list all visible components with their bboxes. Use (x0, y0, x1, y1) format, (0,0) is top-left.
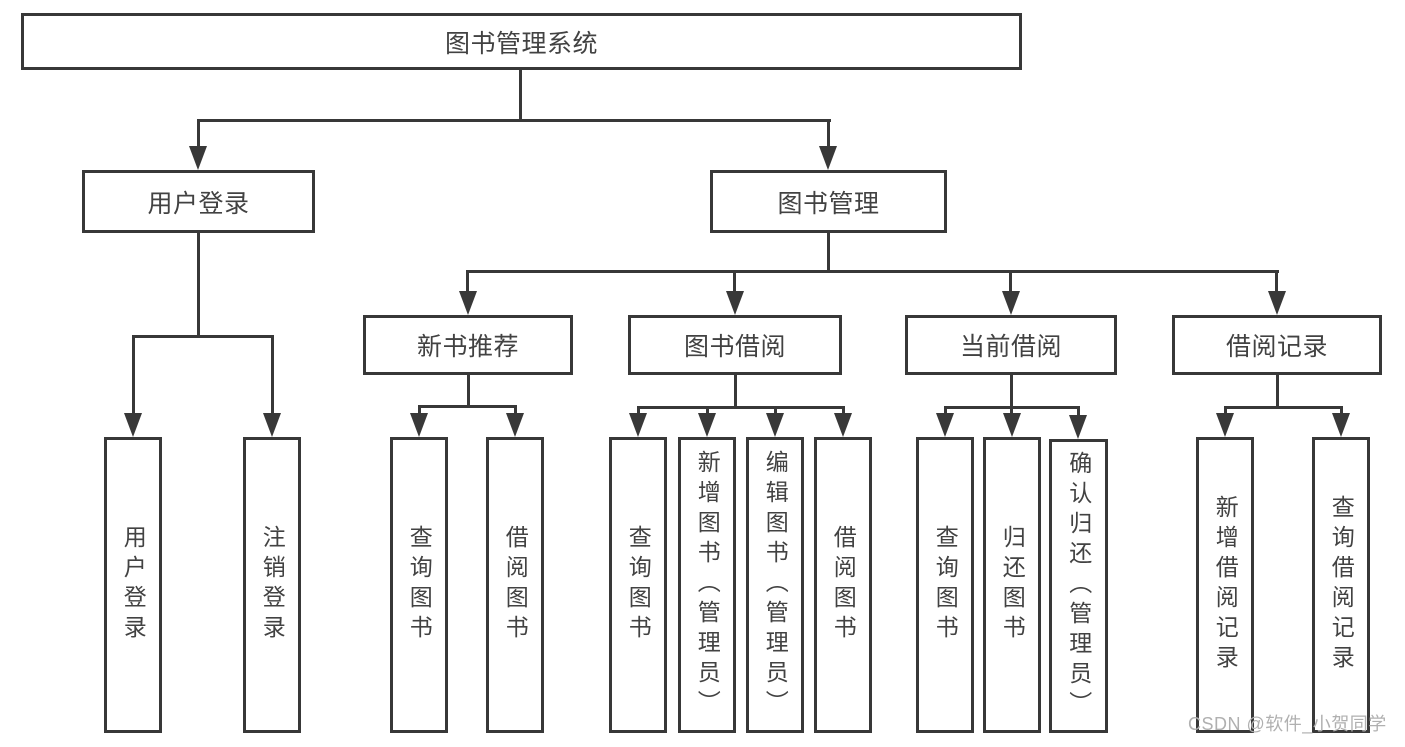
connector-line (733, 270, 736, 294)
node-label: 查询图书 (406, 525, 433, 645)
connector-line (271, 335, 274, 417)
node-query-books-2: 查询图书 (609, 437, 667, 733)
connector-line (944, 406, 947, 415)
node-query-books-1: 查询图书 (390, 437, 448, 733)
arrowhead-down (459, 291, 477, 315)
node-user-login-leaf: 用户登录 (104, 437, 162, 733)
node-label: 编辑图书（管理员） (762, 450, 789, 720)
connector-line (1276, 375, 1279, 406)
node-label: 借阅记录 (1225, 333, 1328, 361)
connector-line (1224, 406, 1227, 415)
node-logout: 注销登录 (243, 437, 301, 733)
arrowhead-down (410, 413, 428, 437)
connector-line (197, 119, 831, 122)
connector-line (132, 335, 274, 338)
connector-line (637, 406, 640, 415)
arrowhead-down (1069, 415, 1087, 439)
arrowhead-down (629, 413, 647, 437)
node-label: 用户登录 (147, 189, 250, 218)
node-label: 查询借阅记录 (1328, 495, 1355, 675)
node-query-books-3: 查询图书 (916, 437, 974, 733)
node-return-books: 归还图书 (983, 437, 1041, 733)
arrowhead-down (124, 413, 142, 437)
node-label: 当前借阅 (959, 333, 1062, 361)
connector-line (197, 233, 200, 335)
node-borrowing-records: 借阅记录 (1172, 315, 1382, 375)
node-label: 查询图书 (932, 525, 959, 645)
arrowhead-down (1216, 413, 1234, 437)
arrowhead-down (936, 413, 954, 437)
node-user-login: 用户登录 (82, 170, 315, 233)
node-label: 用户登录 (120, 525, 147, 645)
node-label: 借阅图书 (502, 525, 529, 645)
connector-line (519, 70, 522, 119)
node-edit-book-admin: 编辑图书（管理员） (746, 437, 804, 733)
connector-line (466, 270, 1279, 273)
node-label: 借阅图书 (830, 525, 857, 645)
node-label: 查询图书 (625, 525, 652, 645)
node-add-book-admin: 新增图书（管理员） (678, 437, 736, 733)
arrowhead-down (698, 413, 716, 437)
node-label: 归还图书 (999, 525, 1026, 645)
connector-line (514, 405, 517, 415)
arrowhead-down (726, 291, 744, 315)
csdn-watermark: CSDN @软件_小贺同学 (1188, 714, 1387, 734)
node-new-book-recommend: 新书推荐 (363, 315, 573, 375)
connector-line (1010, 375, 1013, 406)
connector-line (1275, 270, 1278, 294)
connector-line (197, 119, 200, 148)
node-label: 注销登录 (259, 525, 286, 645)
arrowhead-down (834, 413, 852, 437)
node-current-borrowing: 当前借阅 (905, 315, 1117, 375)
node-book-borrowing: 图书借阅 (628, 315, 842, 375)
arrowhead-down (263, 413, 281, 437)
node-label: 新书推荐 (416, 333, 519, 361)
connector-line (1340, 406, 1343, 415)
connector-line (827, 233, 830, 270)
connector-line (418, 405, 517, 408)
node-library-system: 图书管理系统 (21, 13, 1022, 70)
node-borrow-books-2: 借阅图书 (814, 437, 872, 733)
connector-line (1077, 406, 1080, 415)
node-label: 确认归还（管理员） (1065, 451, 1092, 721)
connector-line (637, 406, 845, 409)
arrowhead-down (506, 413, 524, 437)
node-add-borrow-record: 新增借阅记录 (1196, 437, 1254, 733)
connector-line (1010, 406, 1013, 415)
node-label: 新增图书（管理员） (694, 450, 721, 720)
connector-line (132, 335, 135, 417)
connector-line (827, 119, 830, 148)
connector-line (467, 375, 470, 405)
arrowhead-down (1268, 291, 1286, 315)
node-query-borrow-record: 查询借阅记录 (1312, 437, 1370, 733)
connector-line (466, 270, 469, 294)
node-borrow-books-1: 借阅图书 (486, 437, 544, 733)
connector-line (418, 405, 421, 415)
node-label: 图书管理系统 (444, 29, 598, 58)
connector-line (706, 406, 709, 415)
connector-line (1009, 270, 1012, 294)
arrowhead-down (1002, 291, 1020, 315)
node-book-management: 图书管理 (710, 170, 947, 233)
node-label: 新增借阅记录 (1212, 495, 1239, 675)
node-confirm-return-admin: 确认归还（管理员） (1049, 439, 1108, 733)
arrowhead-down (1003, 413, 1021, 437)
connector-line (842, 406, 845, 415)
connector-line (774, 406, 777, 415)
arrowhead-down (1332, 413, 1350, 437)
connector-line (1224, 406, 1343, 409)
arrowhead-down (766, 413, 784, 437)
arrowhead-down (189, 146, 207, 170)
node-label: 图书管理 (777, 189, 880, 218)
node-label: 图书借阅 (683, 333, 786, 361)
connector-line (734, 375, 737, 406)
arrowhead-down (819, 146, 837, 170)
